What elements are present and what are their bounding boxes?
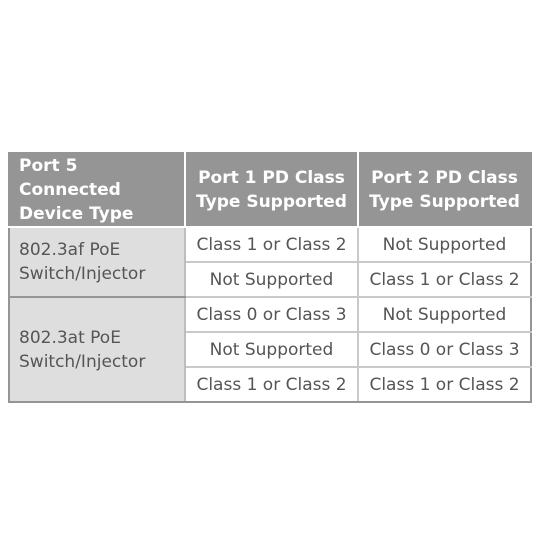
header-port1-class: Port 1 PD Class Type Supported [184,152,359,228]
port1-class-cell: Not Supported [184,261,359,298]
port2-class-cell: Not Supported [357,226,532,263]
poe-class-support-table: Port 5 Connected Device Type Port 1 PD C… [8,152,532,403]
port1-class-cell: Class 0 or Class 3 [184,296,359,333]
port2-class-cell: Class 1 or Class 2 [357,366,532,403]
port2-class-cell: Class 0 or Class 3 [357,331,532,368]
table-row: 802.3af PoE Switch/Injector Class 1 or C… [8,226,532,298]
port2-class-cell: Not Supported [357,296,532,333]
header-port2-class: Port 2 PD Class Type Supported [357,152,532,228]
table-row: Not Supported Class 1 or Class 2 [9,261,532,298]
device-type-802-3af: 802.3af PoE Switch/Injector [8,226,186,298]
header-device-type: Port 5 Connected Device Type [8,152,186,228]
table-row: Not Supported Class 0 or Class 3 [9,331,532,368]
port1-class-cell: Class 1 or Class 2 [184,366,359,403]
port2-class-cell: Class 1 or Class 2 [357,261,532,298]
table-row: Class 1 or Class 2 Class 1 or Class 2 [9,366,532,403]
table-header-row: Port 5 Connected Device Type Port 1 PD C… [8,152,532,228]
device-type-802-3at: 802.3at PoE Switch/Injector [8,296,186,403]
table-row: 802.3at PoE Switch/Injector Class 0 or C… [8,296,532,403]
port1-class-cell: Not Supported [184,331,359,368]
port1-class-cell: Class 1 or Class 2 [184,226,359,263]
